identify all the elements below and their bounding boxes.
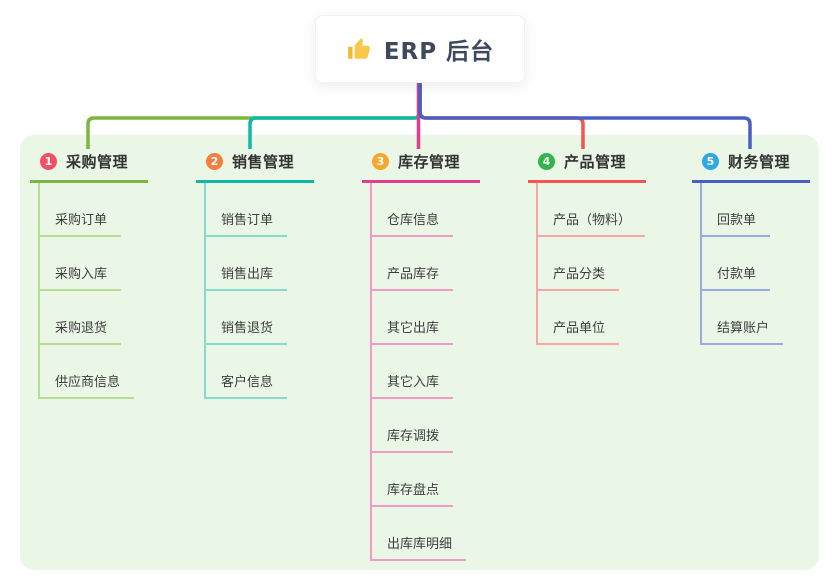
branch-node[interactable]: 3 库存管理 [362, 146, 481, 183]
thumbs-up-icon [348, 38, 370, 59]
child-node[interactable]: 库存盘点 [370, 479, 454, 507]
child-node[interactable]: 产品分类 [536, 263, 620, 291]
branch-number-badge: 3 [372, 153, 389, 170]
branch-sales-management: 2 销售管理 销售订单 销售出库 销售退货 客户信息 [196, 146, 315, 399]
branch-node[interactable]: 1 采购管理 [30, 146, 149, 183]
branch-children: 销售订单 销售出库 销售退货 客户信息 [204, 183, 314, 399]
branch-node[interactable]: 5 财务管理 [692, 146, 811, 183]
branch-node[interactable]: 2 销售管理 [196, 146, 315, 183]
child-row: 产品库存 [370, 237, 480, 291]
child-row: 销售订单 [204, 183, 314, 237]
branch-number-badge: 2 [206, 153, 223, 170]
child-row: 出库库明细 [370, 507, 480, 561]
child-node[interactable]: 销售退货 [204, 317, 288, 345]
children-connector-line [536, 183, 538, 345]
child-row: 产品（物料） [536, 183, 646, 237]
child-row: 库存调拨 [370, 399, 480, 453]
child-node[interactable]: 出库库明细 [370, 533, 467, 561]
branch-children: 采购订单 采购入库 采购退货 供应商信息 [38, 183, 148, 399]
mindmap-background-panel [20, 135, 819, 570]
child-row: 其它出库 [370, 291, 480, 345]
child-node[interactable]: 其它出库 [370, 317, 454, 345]
children-connector-line [700, 183, 702, 345]
child-row: 采购订单 [38, 183, 148, 237]
children-connector-line [204, 183, 206, 399]
child-row: 仓库信息 [370, 183, 480, 237]
branch-label: 销售管理 [232, 153, 295, 171]
child-node[interactable]: 结算账户 [700, 317, 784, 345]
child-row: 客户信息 [204, 345, 314, 399]
branch-node[interactable]: 4 产品管理 [528, 146, 647, 183]
child-row: 付款单 [700, 237, 810, 291]
child-node[interactable]: 产品单位 [536, 317, 620, 345]
child-node[interactable]: 客户信息 [204, 371, 288, 399]
branch-purchase-management: 1 采购管理 采购订单 采购入库 采购退货 供应商信息 [30, 146, 149, 399]
branch-product-management: 4 产品管理 产品（物料） 产品分类 产品单位 [528, 146, 647, 345]
branch-label: 库存管理 [398, 153, 461, 171]
child-row: 产品分类 [536, 237, 646, 291]
child-row: 结算账户 [700, 291, 810, 345]
branch-children: 仓库信息 产品库存 其它出库 其它入库 库存调拨 库存盘点 出库库明细 [370, 183, 480, 561]
branch-children: 回款单 付款单 结算账户 [700, 183, 810, 345]
branch-finance-management: 5 财务管理 回款单 付款单 结算账户 [692, 146, 811, 345]
branch-label: 产品管理 [564, 153, 627, 171]
child-row: 供应商信息 [38, 345, 148, 399]
child-row: 回款单 [700, 183, 810, 237]
child-node[interactable]: 付款单 [700, 263, 771, 291]
branch-label: 财务管理 [728, 153, 791, 171]
child-node[interactable]: 供应商信息 [38, 371, 135, 399]
child-node[interactable]: 库存调拨 [370, 425, 454, 453]
child-node[interactable]: 产品（物料） [536, 209, 646, 237]
children-connector-line [370, 183, 372, 561]
branch-number-badge: 5 [702, 153, 719, 170]
child-node[interactable]: 回款单 [700, 209, 771, 237]
child-node[interactable]: 仓库信息 [370, 209, 454, 237]
child-row: 销售出库 [204, 237, 314, 291]
branch-label: 采购管理 [66, 153, 129, 171]
child-node[interactable]: 采购入库 [38, 263, 122, 291]
child-node[interactable]: 产品库存 [370, 263, 454, 291]
child-node[interactable]: 采购订单 [38, 209, 122, 237]
branch-number-badge: 4 [538, 153, 555, 170]
child-row: 销售退货 [204, 291, 314, 345]
child-node[interactable]: 销售订单 [204, 209, 288, 237]
root-node[interactable]: ERP 后台 [315, 15, 525, 83]
child-node[interactable]: 销售出库 [204, 263, 288, 291]
branch-children: 产品（物料） 产品分类 产品单位 [536, 183, 646, 345]
children-connector-line [38, 183, 40, 399]
child-row: 产品单位 [536, 291, 646, 345]
child-row: 采购退货 [38, 291, 148, 345]
child-node[interactable]: 其它入库 [370, 371, 454, 399]
child-row: 其它入库 [370, 345, 480, 399]
child-node[interactable]: 采购退货 [38, 317, 122, 345]
child-row: 库存盘点 [370, 453, 480, 507]
root-node-label: ERP 后台 [383, 39, 495, 65]
branch-number-badge: 1 [40, 153, 57, 170]
branch-inventory-management: 3 库存管理 仓库信息 产品库存 其它出库 其它入库 库存调拨 库存盘点 出库库… [362, 146, 481, 561]
child-row: 采购入库 [38, 237, 148, 291]
